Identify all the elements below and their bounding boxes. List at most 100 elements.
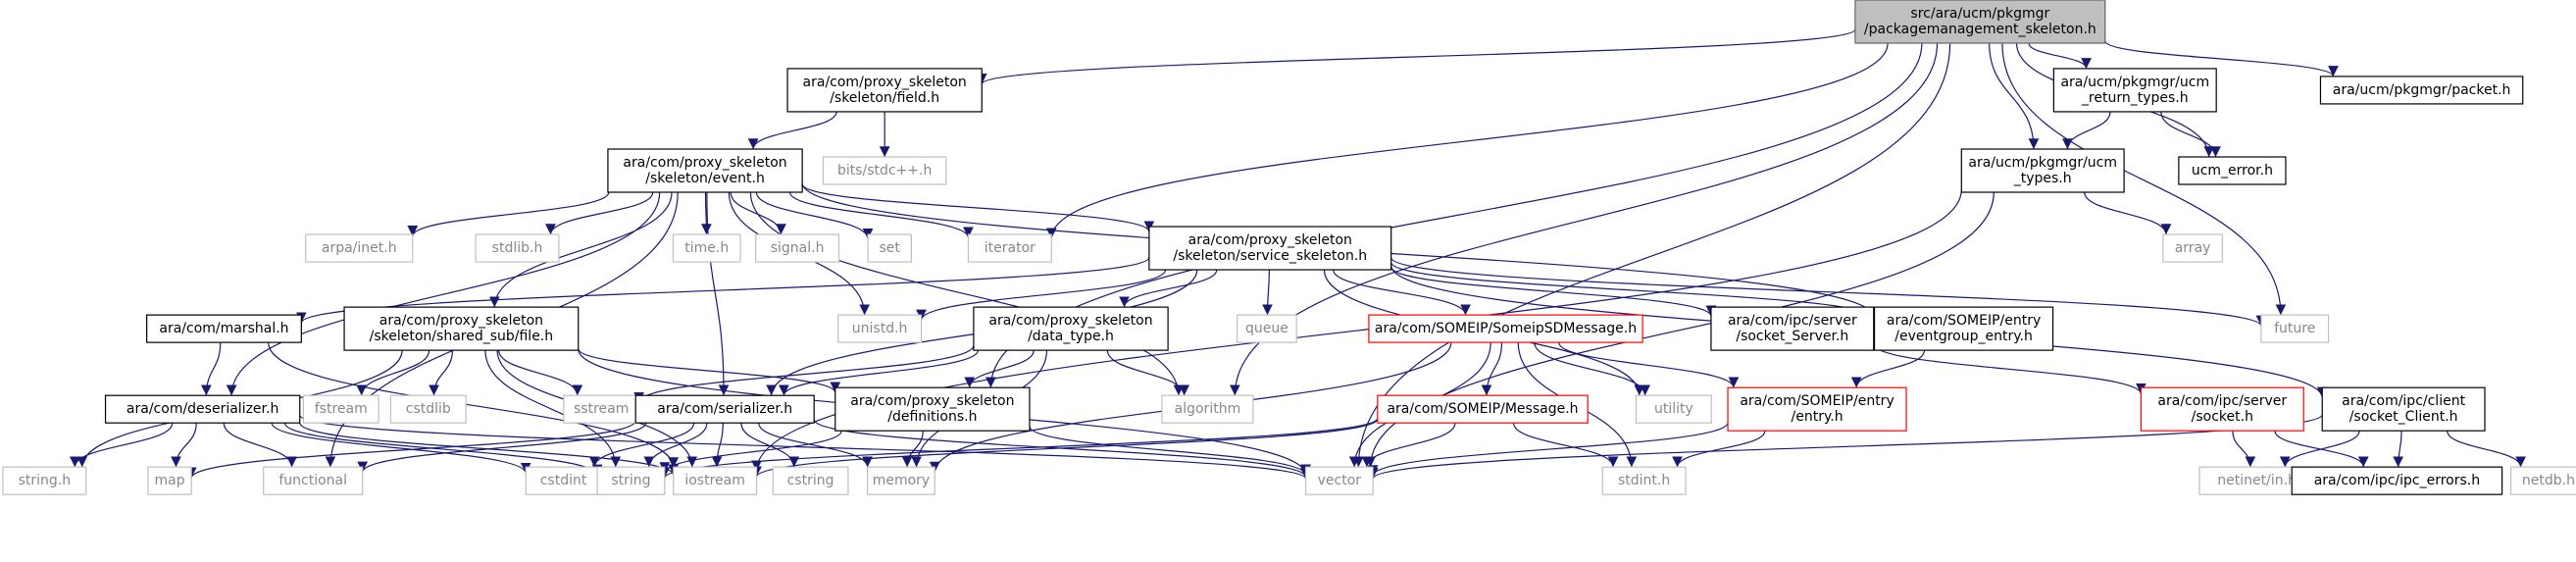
edge-field-to-event (747, 111, 837, 150)
node-someipsd[interactable]: ara/com/SOMEIP/SomeipSDMessage.h (1368, 314, 1643, 343)
edge-event-to-signal (730, 191, 786, 235)
node-box (1148, 226, 1392, 271)
node-ipcerrors[interactable]: ara/com/ipc/ipc_errors.h (2291, 466, 2503, 495)
node-box (672, 233, 741, 263)
node-label: ara/com/proxy_skeleton (379, 313, 543, 329)
node-stdint: stdint.h (1601, 466, 1687, 495)
node-packet[interactable]: ara/ucm/pkgmgr/packet.h (2319, 76, 2524, 105)
node-root[interactable]: src/ara/ucm/pkgmgr/packagemanagement_ske… (1854, 0, 2106, 44)
node-label: vector (1318, 473, 1362, 488)
node-label: ara/com/marshal.h (159, 321, 288, 336)
edge-deserializer-to-string (283, 422, 603, 476)
edge (711, 423, 724, 468)
node-label: ara/ucm/pkgmgr/ucm (2060, 75, 2209, 90)
node-box (755, 233, 840, 263)
edge-serializer-to-string (643, 423, 708, 468)
node-label: /packagemanagement_skeleton.h (1864, 22, 2096, 37)
edge-serializer-to-cstdint (588, 423, 695, 468)
node-serializer[interactable]: ara/com/serializer.h (634, 394, 815, 424)
edge (1390, 257, 2267, 327)
edge (283, 422, 603, 476)
edge-service-to-unistd (916, 269, 1167, 321)
edge-serializer-to-cstring (740, 423, 800, 468)
node-entry[interactable]: ara/com/SOMEIP/entry/entry.h (1727, 386, 1907, 432)
edge (751, 189, 1962, 472)
node-algorithm: algorithm (1161, 394, 1254, 424)
node-label: functional (278, 473, 347, 488)
edge-shared-to-cstdlib (429, 350, 453, 396)
node-ucm_return[interactable]: ara/ucm/pkgmgr/ucm_return_types.h (2052, 68, 2217, 113)
edge-event-to-deserializer (226, 191, 661, 396)
node-label: memory (873, 473, 931, 488)
node-deserializer[interactable]: ara/com/deserializer.h (104, 394, 301, 424)
edge (578, 348, 841, 393)
edge (740, 423, 800, 468)
edge-serializer-to-memory (758, 423, 874, 468)
edge-datatype-to-definitions (964, 349, 1035, 388)
edge (633, 344, 975, 403)
edge-event-to-set (755, 191, 874, 239)
node-definitions[interactable]: ara/com/proxy_skeleton/definitions.h (834, 386, 1031, 432)
node-unistd: unistd.h (837, 314, 923, 343)
node-ucm_error[interactable]: ucm_error.h (2178, 156, 2287, 185)
edge (916, 269, 1167, 321)
edge-service-to-socketserver (1390, 266, 1717, 317)
edge (1106, 350, 1190, 396)
node-label: stdint.h (1618, 473, 1670, 488)
edge-someipsd-to-message (1481, 342, 1503, 396)
node-label: /eventgroup_entry.h (1894, 329, 2033, 344)
edge-ucm_types-to-array (2084, 191, 2172, 235)
node-ucm_types[interactable]: ara/ucm/pkgmgr/ucm_types.h (1960, 148, 2125, 193)
node-socketclient[interactable]: ara/com/ipc/client/socket_Client.h (2321, 386, 2486, 432)
node-box (2260, 314, 2330, 343)
node-label: stdlib.h (492, 240, 543, 256)
edge (749, 191, 1185, 396)
node-netdb: netdb.h (2510, 466, 2576, 495)
node-label: set (879, 240, 900, 256)
edge (1512, 423, 1619, 468)
node-label: ara/com/ipc/ipc_errors.h (2314, 473, 2480, 488)
node-box (2162, 233, 2223, 263)
edge (1481, 342, 1503, 396)
edge-deserializer-to-functional (223, 423, 297, 468)
node-label: _types.h (2013, 171, 2072, 186)
node-service[interactable]: ara/com/proxy_skeleton/skeleton/service_… (1148, 226, 1392, 271)
node-array: array (2162, 233, 2223, 263)
node-socketserver[interactable]: ara/com/ipc/server/socket_Server.h (1710, 306, 1875, 351)
node-label: map (154, 473, 184, 488)
node-label: ara/com/ipc/server (2157, 393, 2287, 409)
edge-service-to-someipsd (1333, 269, 1471, 316)
edge-datatype-to-serializer (779, 349, 980, 396)
node-message[interactable]: ara/com/SOMEIP/Message.h (1377, 394, 1589, 424)
node-label: ara/com/proxy_skeleton (803, 75, 967, 90)
edge (226, 191, 661, 396)
edge (1262, 270, 1273, 316)
node-field[interactable]: ara/com/proxy_skeleton/skeleton/field.h (786, 68, 983, 113)
edge (200, 342, 222, 396)
edge-serializer-to-iostream (711, 423, 724, 468)
node-stringh: string.h (2, 466, 87, 495)
edge-eventgroup-to-entry (1850, 349, 1926, 388)
node-label: time.h (684, 240, 729, 256)
edge-ucm_return-to-ucm_error (2160, 111, 2221, 158)
node-shared[interactable]: ara/com/proxy_skeleton/skeleton/shared_s… (343, 306, 580, 351)
edge (1672, 431, 1766, 468)
node-label: cstdint (540, 473, 587, 488)
node-marshal[interactable]: ara/com/marshal.h (146, 314, 302, 343)
edge-datatype-to-sstream (633, 344, 975, 403)
edge-root-to-packet (2104, 40, 2339, 77)
edge (2062, 111, 2111, 150)
edge-deserializer-to-vector (299, 414, 1311, 480)
node-queue: queue (1237, 314, 1297, 343)
node-datatype[interactable]: ara/com/proxy_skeleton/data_type.h (973, 306, 1169, 351)
edge (901, 431, 924, 468)
edge (751, 418, 1379, 478)
edge-socketclient-to-ipcerrors (2393, 431, 2404, 468)
node-box (305, 233, 414, 263)
node-socket[interactable]: ara/com/ipc/server/socket.h (2140, 386, 2304, 432)
node-box (263, 466, 364, 495)
node-event[interactable]: ara/com/proxy_skeleton/skeleton/event.h (607, 148, 803, 193)
node-eventgroup[interactable]: ara/com/SOMEIP/entry/eventgroup_entry.h (1873, 306, 2054, 351)
node-label: ara/com/deserializer.h (126, 401, 278, 417)
edge (747, 111, 837, 150)
